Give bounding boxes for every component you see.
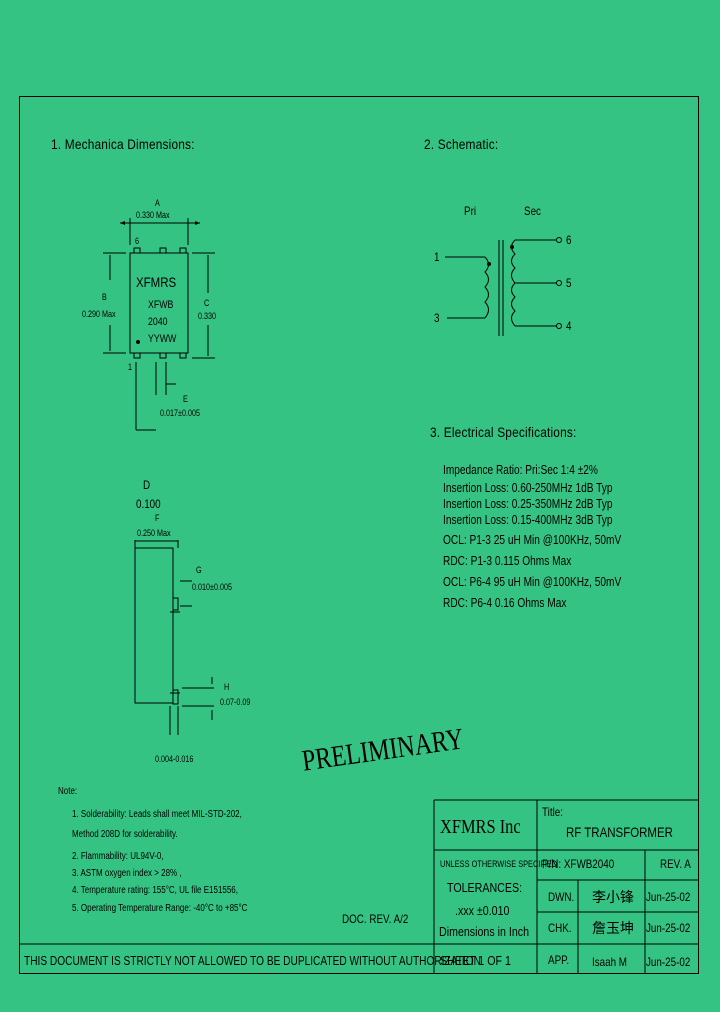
dim-e-value: 0.017±0.005 (160, 408, 200, 418)
schematic-pin-4: 4 (566, 319, 572, 333)
dim-b-value: 0.290 Max (82, 309, 116, 319)
dim-d-label: D (143, 478, 151, 492)
marking-line-2: XFWB (148, 299, 174, 311)
note-item: Method 208D for solderability. (72, 829, 178, 840)
unless-specified: UNLESS OTHERWISE SPECIFIED (440, 859, 558, 869)
approved-label: APP. (548, 953, 570, 967)
schematic-pin-5: 5 (566, 276, 572, 290)
spec-line: Impedance Ratio: Pri:Sec 1:4 ±2% (443, 462, 598, 477)
drawn-signature: 李小锋 (592, 889, 634, 905)
doc-revision: DOC. REV. A/2 (342, 912, 409, 926)
pin1-dot (136, 340, 140, 344)
dimension-units: Dimensions in Inch (439, 924, 530, 939)
dim-h-value: 0.07-0.09 (220, 697, 251, 707)
tolerances-label: TOLERANCES: (447, 880, 523, 895)
checked-signature: 詹玉坤 (592, 920, 634, 936)
note-item: 1. Solderability: Leads shall meet MIL-S… (72, 809, 242, 820)
note-item: 5. Operating Temperature Range: -40°C to… (72, 903, 248, 914)
notes-title: Note: (58, 786, 78, 797)
part-number: P/N: XFWB2040 (542, 857, 615, 871)
spec-line: Insertion Loss: 0.25-350MHz 2dB Typ (443, 496, 613, 511)
package-side-view (134, 547, 174, 704)
marking-line-4: YYWW (148, 333, 177, 345)
mechanical-heading: 1. Mechanica Dimensions: (51, 136, 195, 152)
pin-6-label: 6 (135, 236, 140, 246)
schematic-pin-6: 6 (566, 233, 572, 247)
pri-label: Pri (464, 204, 477, 218)
document-title: RF TRANSFORMER (566, 824, 673, 840)
company-name: XFMRS Inc (440, 816, 521, 838)
schematic-pin-1: 1 (434, 250, 440, 264)
dim-g-value: 0.010±0.005 (192, 582, 232, 592)
checked-label: CHK. (548, 921, 572, 935)
dim-c-label: C (204, 298, 210, 308)
note-item: 3. ASTM oxygen index > 28% , (72, 868, 182, 879)
spec-line: OCL: P6-4 95 uH Min @100KHz, 50mV (443, 574, 622, 589)
drawn-date: Jun-25-02 (646, 890, 691, 904)
dim-f-label: F (155, 513, 160, 523)
drawing-frame (19, 96, 699, 974)
marking-line-1: XFMRS (136, 274, 177, 290)
dim-d-value: 0.100 (136, 497, 161, 511)
dim-a-value: 0.330 Max (136, 210, 170, 220)
dim-c-value: 0.330 (198, 311, 217, 321)
sec-label: Sec (524, 204, 541, 218)
pin-1-label: 1 (128, 362, 133, 372)
note-item: 2. Flammability: UL94V-0, (72, 851, 164, 862)
dim-f-value: 0.250 Max (137, 528, 171, 538)
spec-line: RDC: P6-4 0.16 Ohms Max (443, 595, 567, 610)
tolerance-value: .xxx ±0.010 (455, 903, 510, 918)
dim-e-label: E (183, 394, 188, 404)
title-label: Title: (542, 805, 563, 819)
dim-b-label: B (102, 292, 107, 302)
footer-notice: THIS DOCUMENT IS STRICTLY NOT ALLOWED TO… (24, 953, 481, 968)
revision: REV. A (660, 857, 691, 871)
spec-line: RDC: P1-3 0.115 Ohms Max (443, 553, 572, 568)
dim-bottom-value: 0.004-0.016 (155, 754, 194, 764)
approved-date: Jun-25-02 (646, 955, 691, 969)
package-top-view (129, 252, 189, 354)
schematic-heading: 2. Schematic: (424, 136, 499, 152)
electrical-heading: 3. Electrical Specifications: (430, 424, 577, 440)
dim-a-label: A (155, 198, 160, 208)
note-item: 4. Temperature rating: 155°C, UL file E1… (72, 885, 238, 896)
approved-name: Isaah M (592, 955, 628, 969)
spec-line: Insertion Loss: 0.15-400MHz 3dB Typ (443, 512, 613, 527)
dim-g-label: G (196, 565, 202, 575)
sheet-number: SHEET 1 OF 1 (440, 953, 511, 968)
spec-line: OCL: P1-3 25 uH Min @100KHz, 50mV (443, 532, 622, 547)
drawn-label: DWN. (548, 890, 575, 904)
checked-date: Jun-25-02 (646, 921, 691, 935)
dim-h-label: H (224, 682, 230, 692)
spec-line: Insertion Loss: 0.60-250MHz 1dB Typ (443, 480, 613, 495)
marking-line-3: 2040 (148, 316, 168, 328)
schematic-pin-3: 3 (434, 311, 440, 325)
